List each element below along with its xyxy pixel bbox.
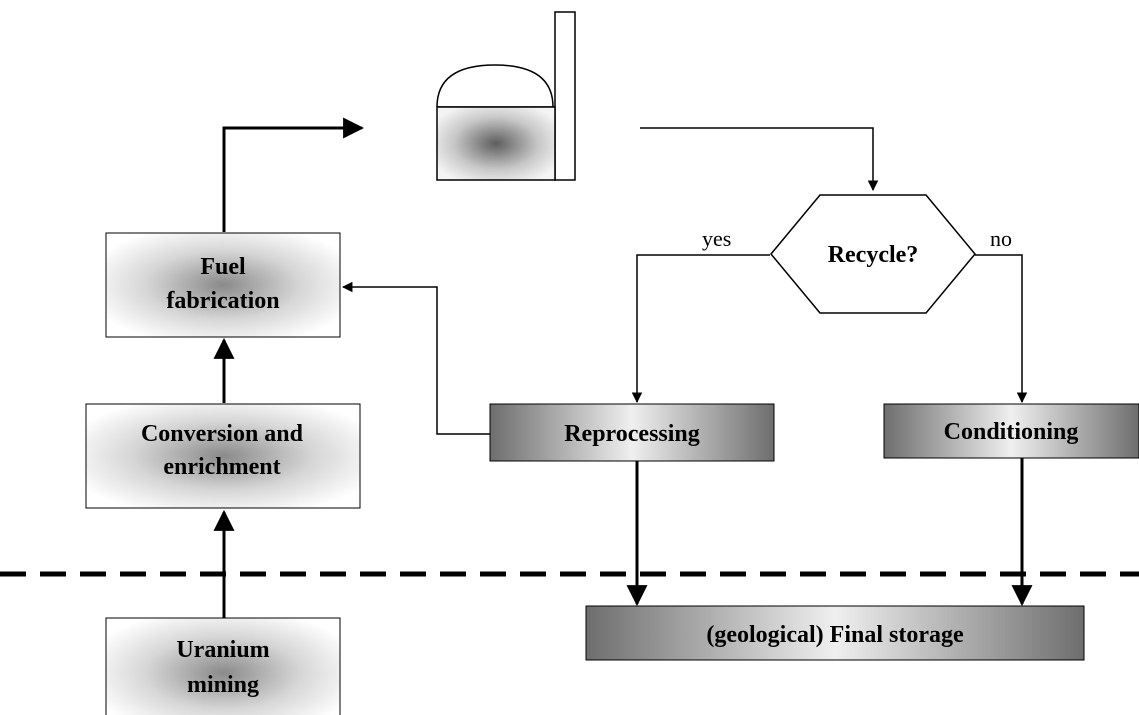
reprocessing-box: Reprocessing <box>489 403 775 462</box>
fuel-fabrication-label-line2: fabrication <box>166 288 279 314</box>
uranium-mining-label-line1: Uranium <box>176 637 269 663</box>
reactor-icon <box>436 11 576 181</box>
conversion-enrichment-label-line1: Conversion and <box>141 421 304 447</box>
uranium-mining-label-line2: mining <box>187 672 259 698</box>
final-storage-label: (geological) Final storage <box>706 622 964 648</box>
recycle-decision-node: Recycle? <box>770 194 976 314</box>
conditioning-box: Conditioning <box>883 403 1139 459</box>
uranium-mining-box: Uranium mining <box>105 617 341 715</box>
yes-edge-label: yes <box>702 226 731 251</box>
conversion-enrichment-label-line2: enrichment <box>163 454 280 480</box>
fuel-fabrication-label-line1: Fuel <box>200 254 246 280</box>
conditioning-label: Conditioning <box>944 419 1079 445</box>
conversion-enrichment-box: Conversion and enrichment <box>85 403 361 509</box>
arrow-no-to-conditioning <box>975 254 1028 404</box>
no-edge-label: no <box>990 226 1012 251</box>
recycle-decision-label: Recycle? <box>828 242 919 268</box>
final-storage-box: (geological) Final storage <box>585 605 1085 661</box>
arrow-reprocessing-to-fabrication <box>341 281 490 435</box>
arrow-fabrication-to-reactor <box>222 117 365 232</box>
fuel-fabrication-box: Fuel fabrication <box>105 232 341 338</box>
reprocessing-label: Reprocessing <box>564 421 700 447</box>
arrow-yes-to-reprocessing <box>631 254 770 404</box>
arrow-reactor-to-decision <box>640 127 879 192</box>
